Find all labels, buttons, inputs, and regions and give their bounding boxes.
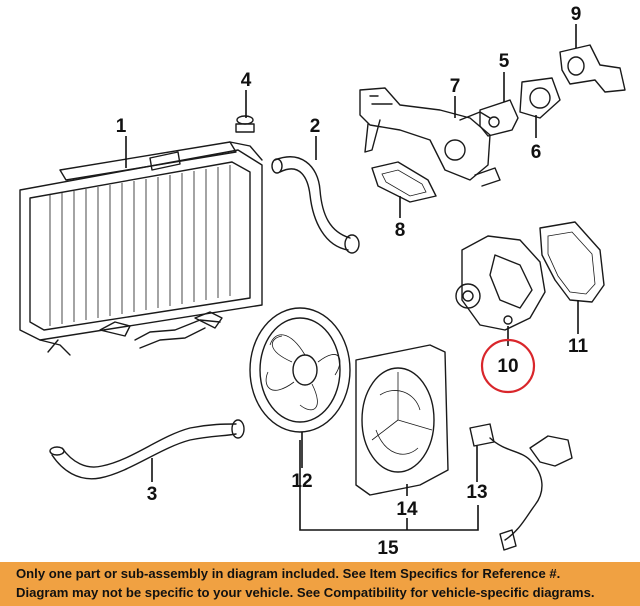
parts-diagram: 1 2 3 4 5 6 7 8 9 10 11 12 13 14 15 — [19, 4, 626, 559]
callout-2: 2 — [310, 116, 321, 137]
callout-11: 11 — [568, 336, 589, 357]
wiring-harness-part — [469, 423, 573, 551]
callout-14: 14 — [396, 499, 418, 520]
lower-hose-part — [49, 419, 245, 480]
callout-9: 9 — [571, 4, 582, 25]
gasket-6-part — [519, 77, 561, 119]
leader-lines — [125, 24, 579, 531]
callout-7: 7 — [450, 76, 461, 97]
callout-1: 1 — [116, 116, 127, 137]
callout-8: 8 — [395, 220, 406, 241]
notice-line-2: Diagram may not be specific to your vehi… — [16, 585, 595, 600]
cooling-fan-part — [249, 307, 351, 433]
callout-4: 4 — [241, 70, 252, 91]
callout-3: 3 — [147, 484, 158, 505]
pump-gasket-part — [539, 221, 605, 303]
coolant-housing-part — [359, 87, 501, 187]
outlet-fitting-part — [559, 44, 626, 93]
gasket-8-part — [371, 161, 437, 203]
notice-line-1: Only one part or sub-assembly in diagram… — [16, 566, 561, 581]
upper-hose-part — [271, 156, 360, 254]
callout-15: 15 — [377, 538, 399, 559]
radiator-cap-part — [235, 115, 255, 133]
notice-banner: Only one part or sub-assembly in diagram… — [0, 562, 640, 606]
fan-shroud-part — [355, 344, 449, 496]
callout-6: 6 — [531, 142, 542, 163]
thermostat-part — [479, 99, 519, 137]
callout-5: 5 — [499, 51, 510, 72]
highlight-circle — [480, 338, 536, 394]
callout-12: 12 — [291, 471, 312, 492]
radiator-part — [19, 141, 263, 356]
water-pump-part — [455, 235, 546, 331]
callout-10: 10 — [497, 356, 518, 377]
callout-13: 13 — [466, 482, 487, 503]
